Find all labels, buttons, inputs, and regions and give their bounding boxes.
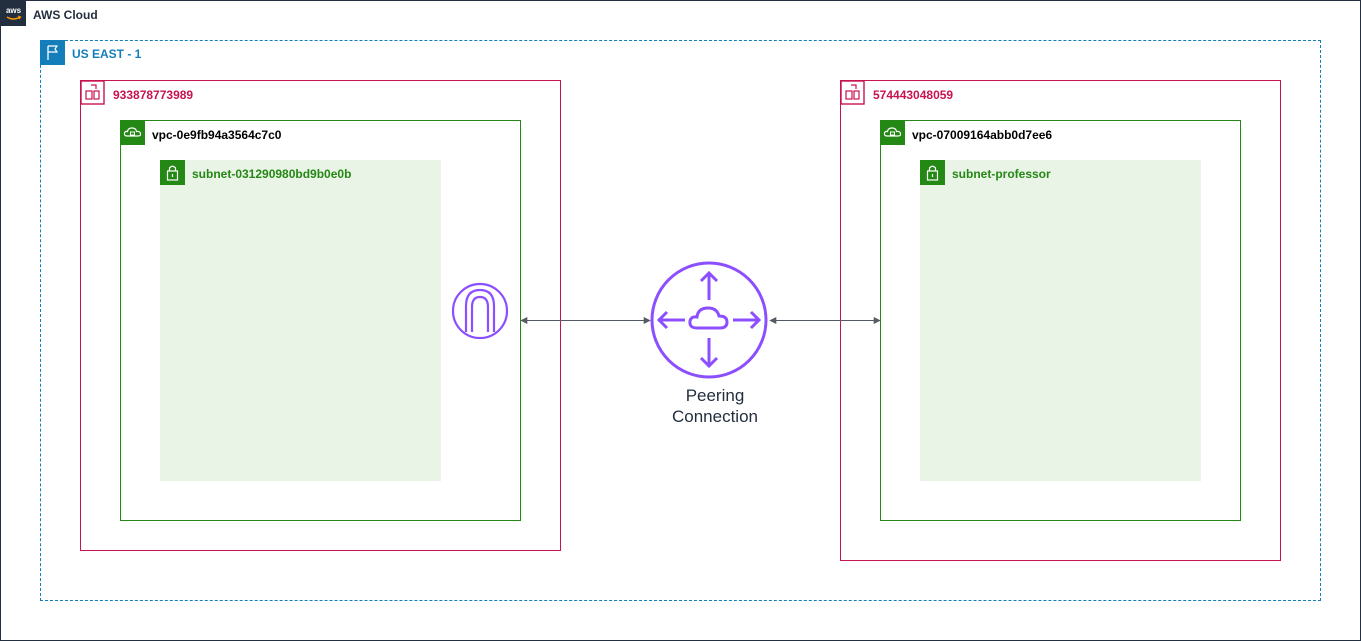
vpc-id: vpc-0e9fb94a3564c7c0 <box>152 128 282 142</box>
account-icon <box>80 80 105 105</box>
region-title: US EAST - 1 <box>72 47 142 61</box>
region-flag-icon <box>40 40 65 65</box>
subnet-group-left: subnet-031290980bd9b0e0b <box>160 160 441 481</box>
subnet-lock-icon <box>160 160 185 185</box>
vpc-cloud-icon <box>120 120 145 145</box>
region-group: US EAST - 1 <box>40 40 1321 601</box>
peering-label-line2: Connection <box>671 407 758 426</box>
account-icon <box>840 80 865 105</box>
subnet-lock-icon <box>920 160 945 185</box>
vpc-peering-connection-icon <box>650 261 768 379</box>
subnet-name: subnet-031290980bd9b0e0b <box>192 167 352 181</box>
account-group-left: 933878773989 <box>80 80 561 551</box>
svg-text:aws: aws <box>6 6 22 15</box>
vpc-cloud-icon <box>880 120 905 145</box>
aws-logo-icon: aws <box>1 1 26 26</box>
account-id: 574443048059 <box>873 88 954 102</box>
subnet-name: subnet-professor <box>952 167 1051 181</box>
peering-label-line1: Peering <box>685 386 745 405</box>
cloud-title: AWS Cloud <box>33 8 98 22</box>
account-id: 933878773989 <box>113 88 194 102</box>
vpc-id: vpc-07009164abb0d7ee6 <box>912 128 1053 142</box>
peering-gateway-icon <box>451 282 509 340</box>
peering-connection-label: Peering Connection <box>640 385 790 427</box>
subnet-group-right: subnet-professor <box>920 160 1201 481</box>
